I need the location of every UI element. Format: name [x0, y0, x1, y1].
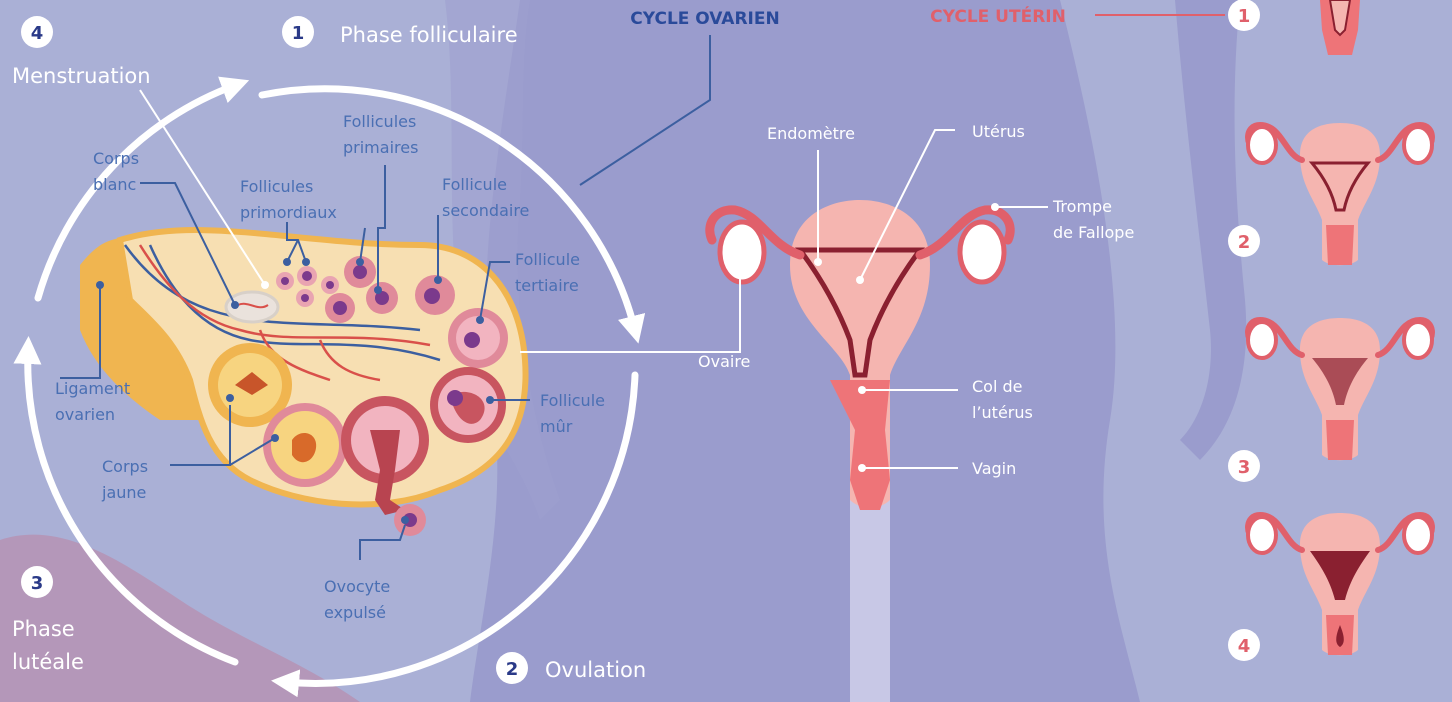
- phase-4-badge: 4: [21, 16, 53, 48]
- svg-text:3: 3: [31, 573, 44, 594]
- phase-2-label: Ovulation: [545, 658, 646, 682]
- label-trompe-1: Trompe: [1052, 197, 1112, 216]
- label-ligament-1: Ligament: [55, 379, 130, 398]
- label-corps-jaune-1: Corps: [102, 457, 148, 476]
- uterine-badge-4: 4: [1228, 629, 1260, 661]
- label-ovocyte-1: Ovocyte: [324, 577, 390, 596]
- label-corps-jaune-2: jaune: [101, 483, 146, 502]
- label-col-1: Col de: [972, 377, 1023, 396]
- label-primordiaux-1: Follicules: [240, 177, 313, 196]
- label-vagin: Vagin: [972, 459, 1016, 478]
- label-ovocyte-2: expulsé: [324, 603, 386, 622]
- phase-1-label: Phase folliculaire: [340, 23, 518, 47]
- svg-text:2: 2: [506, 659, 519, 680]
- phase-3-label-line2: lutéale: [12, 650, 84, 674]
- phase-4-label: Menstruation: [12, 64, 151, 88]
- label-col-2: l’utérus: [972, 403, 1033, 422]
- svg-text:3: 3: [1238, 457, 1251, 478]
- label-ligament-2: ovarien: [55, 405, 115, 424]
- label-secondaire-2: secondaire: [442, 201, 529, 220]
- label-trompe-2: de Fallope: [1053, 223, 1134, 242]
- label-primaires-2: primaires: [343, 138, 418, 157]
- uterine-badge-3: 3: [1228, 450, 1260, 482]
- label-secondaire-1: Follicule: [442, 175, 507, 194]
- label-primordiaux-2: primordiaux: [240, 203, 337, 222]
- uterine-badge-2: 2: [1228, 225, 1260, 257]
- label-ovaire: Ovaire: [698, 352, 750, 371]
- phase-2-badge: 2: [496, 652, 528, 684]
- svg-text:1: 1: [1238, 6, 1251, 27]
- phase-1-badge: 1: [282, 16, 314, 48]
- svg-text:1: 1: [292, 23, 305, 44]
- label-primaires-1: Follicules: [343, 112, 416, 131]
- label-uterus: Utérus: [972, 122, 1025, 141]
- thigh-gap: [850, 500, 890, 702]
- label-mur-2: mûr: [540, 417, 573, 436]
- phase-3-label-line1: Phase: [12, 617, 75, 641]
- label-mur-1: Follicule: [540, 391, 605, 410]
- header-cycle-uterin: CYCLE UTÉRIN: [930, 5, 1066, 27]
- label-corps-blanc-2: blanc: [93, 175, 136, 194]
- header-cycle-ovarien: CYCLE OVARIEN: [630, 9, 779, 29]
- svg-text:2: 2: [1238, 232, 1251, 253]
- label-tertiaire-2: tertiaire: [515, 276, 579, 295]
- label-endometre: Endomètre: [767, 124, 855, 143]
- svg-text:4: 4: [31, 23, 44, 44]
- svg-text:4: 4: [1238, 636, 1251, 657]
- phase-3-badge: 3: [21, 566, 53, 598]
- label-corps-blanc-1: Corps: [93, 149, 139, 168]
- label-tertiaire-1: Follicule: [515, 250, 580, 269]
- right-ovary: [960, 222, 1004, 282]
- uterine-badge-1: 1: [1228, 0, 1260, 31]
